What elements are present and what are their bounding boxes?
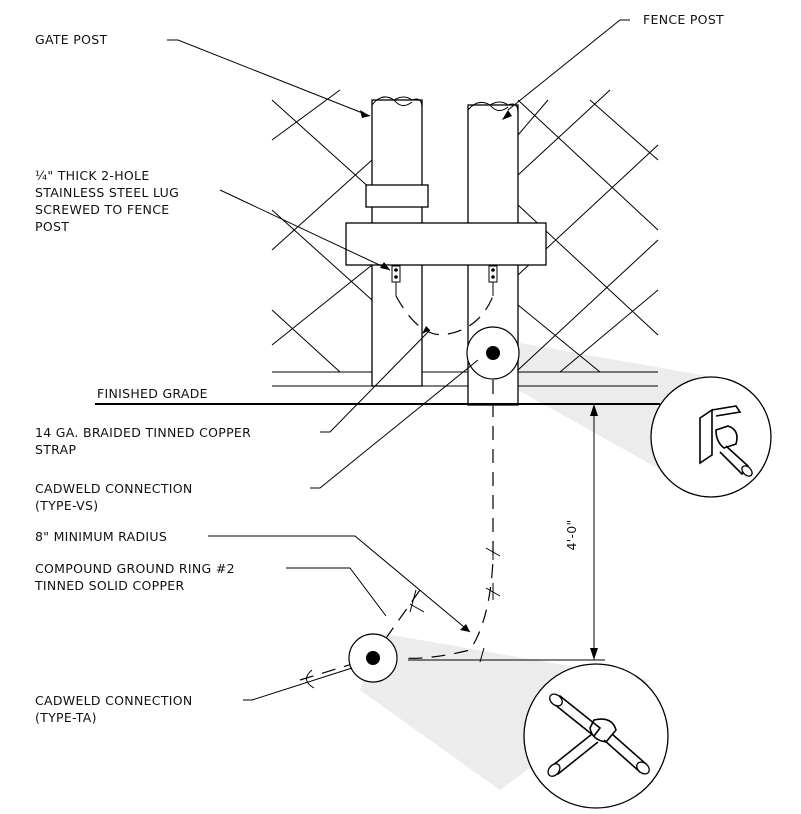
lug-label-line-4: POST — [35, 219, 69, 234]
ring-break-left — [306, 669, 315, 689]
depth-dimension: 4'-0" — [408, 403, 605, 661]
arrow-gate — [360, 110, 370, 118]
gate-frame-bar — [345, 222, 547, 266]
radius-label: 8" MINIMUM RADIUS — [35, 529, 167, 544]
cadweld-ta-detail — [523, 663, 669, 809]
cadweld-ta-label-line-2: (TYPE-TA) — [35, 710, 97, 725]
chain-link-mesh — [271, 89, 659, 373]
cadweld-vs-detail — [650, 376, 772, 498]
ground-ring-label-line-2: TINNED SOLID COPPER — [34, 578, 184, 593]
stainless-lug-left — [391, 265, 401, 296]
lug-label-line-1: ¼" THICK 2-HOLE — [35, 168, 150, 183]
lug-label-line-2: STAINLESS STEEL LUG — [35, 185, 179, 200]
ring-break-up — [409, 589, 425, 613]
strap-label-line-2: STRAP — [35, 442, 76, 457]
ground-conductor — [399, 380, 494, 659]
braided-strap — [395, 295, 494, 336]
ground-ring-left — [299, 657, 373, 681]
arrow-strap — [422, 326, 430, 334]
fence-post-label: FENCE POST — [643, 12, 724, 27]
stainless-lug-right — [488, 265, 498, 296]
conductor-break-marks — [479, 543, 501, 663]
leader-lines — [167, 19, 630, 701]
ground-ring-label-line-1: COMPOUND GROUND RING #2 — [35, 561, 235, 576]
arrow-radius — [460, 624, 470, 632]
cadweld-ta-dot — [366, 651, 380, 665]
lug-label-line-3: SCREWED TO FENCE — [35, 202, 169, 217]
gate-post-label: GATE POST — [35, 32, 107, 47]
arrow-fence — [502, 110, 512, 120]
strap-label-line-1: 14 GA. BRAIDED TINNED COPPER — [35, 425, 251, 440]
gate-collar — [365, 184, 429, 208]
depth-label: 4'-0" — [564, 519, 579, 550]
arrow-lug — [380, 262, 390, 270]
cadweld-vs-dot — [486, 346, 500, 360]
cadweld-vs-label-line-2: (TYPE-VS) — [35, 498, 98, 513]
cadweld-vs-label-line-1: CADWELD CONNECTION — [35, 481, 193, 496]
finished-grade-label: FINISHED GRADE — [97, 386, 208, 401]
cadweld-ta-label-line-1: CADWELD CONNECTION — [35, 693, 193, 708]
